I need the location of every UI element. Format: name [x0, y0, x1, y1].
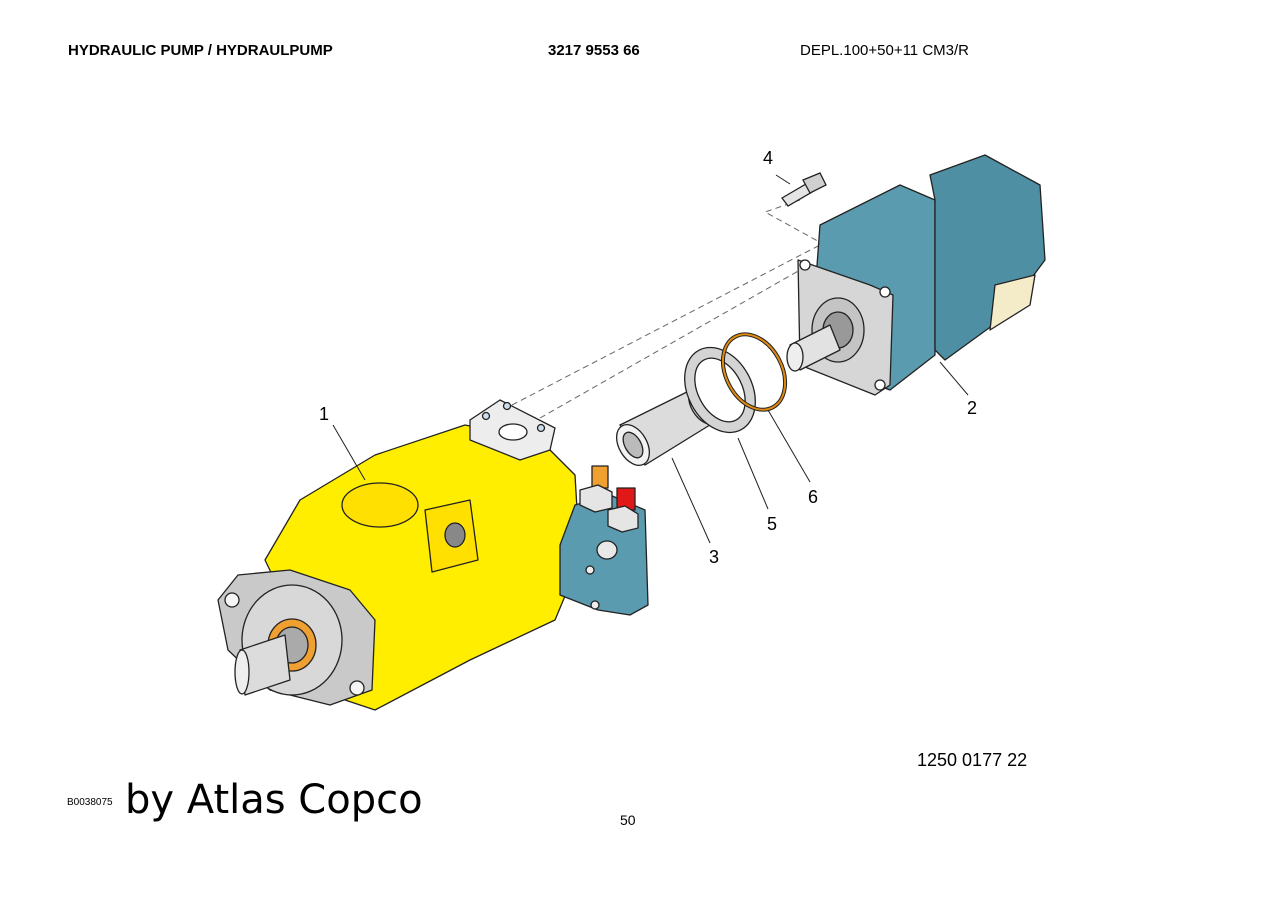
- document-number: 1250 0177 22: [917, 750, 1028, 770]
- watermark-text: by Atlas Copco: [125, 777, 423, 823]
- valve-block: [559, 465, 649, 616]
- page-number: 50: [620, 812, 636, 828]
- callout-5: 5: [767, 514, 777, 534]
- header-title: HYDRAULIC PUMP / HYDRAULPUMP: [68, 42, 333, 59]
- leader-lines: [332, 174, 969, 544]
- callout-1: 1: [319, 404, 329, 424]
- reference-code: B0038075: [67, 797, 113, 808]
- washer-ring-part: [684, 346, 756, 434]
- orange-plug: [591, 465, 609, 489]
- callout-4: 4: [763, 148, 773, 168]
- assembly-lines: [511, 199, 826, 419]
- gear-pump-part: [786, 154, 1046, 396]
- header-displacement: DEPL.100+50+11 CM3/R: [800, 42, 969, 59]
- callout-6: 6: [808, 487, 818, 507]
- o-ring-part: [720, 332, 788, 412]
- callout-2: 2: [967, 398, 977, 418]
- main-pump-part: [217, 399, 581, 711]
- screw-part: [781, 172, 827, 207]
- header-part-number: 3217 9553 66: [548, 42, 640, 59]
- callout-3: 3: [709, 547, 719, 567]
